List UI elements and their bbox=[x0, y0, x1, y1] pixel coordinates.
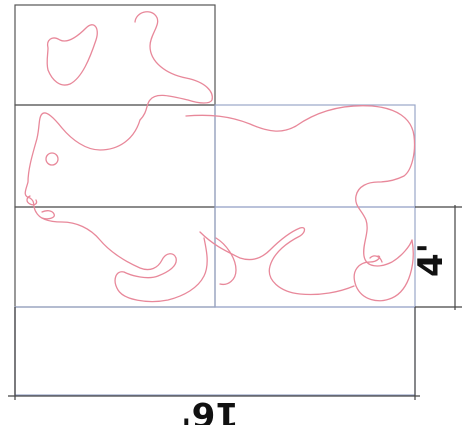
tail-outline bbox=[369, 255, 383, 263]
leg-outline bbox=[215, 237, 237, 286]
height-dimension-label: 4' bbox=[411, 243, 451, 277]
nose-outline bbox=[26, 195, 38, 206]
body-top-outline bbox=[24, 112, 141, 213]
height-dimension: 4' bbox=[411, 205, 462, 310]
panel-row3-left bbox=[14, 206, 216, 308]
width-dimension: 16' bbox=[8, 307, 420, 425]
animal-outline bbox=[24, 11, 416, 303]
haunch-outline bbox=[353, 239, 414, 302]
ear-left-outline bbox=[46, 24, 98, 86]
panel-bottom bbox=[14, 306, 416, 396]
panel-top-left bbox=[14, 4, 216, 106]
belly-outline bbox=[199, 226, 355, 296]
back-outline bbox=[185, 105, 416, 267]
ear-right-outline bbox=[134, 11, 213, 121]
panel-grid bbox=[14, 4, 416, 396]
eye-outline bbox=[45, 152, 59, 166]
mouth-outline bbox=[41, 210, 55, 220]
front-outline bbox=[35, 211, 208, 303]
panel-row2-left bbox=[14, 104, 216, 208]
panel-row3-right bbox=[214, 206, 416, 308]
panel-row2-right bbox=[214, 104, 416, 208]
width-dimension-label: 16' bbox=[181, 394, 239, 425]
